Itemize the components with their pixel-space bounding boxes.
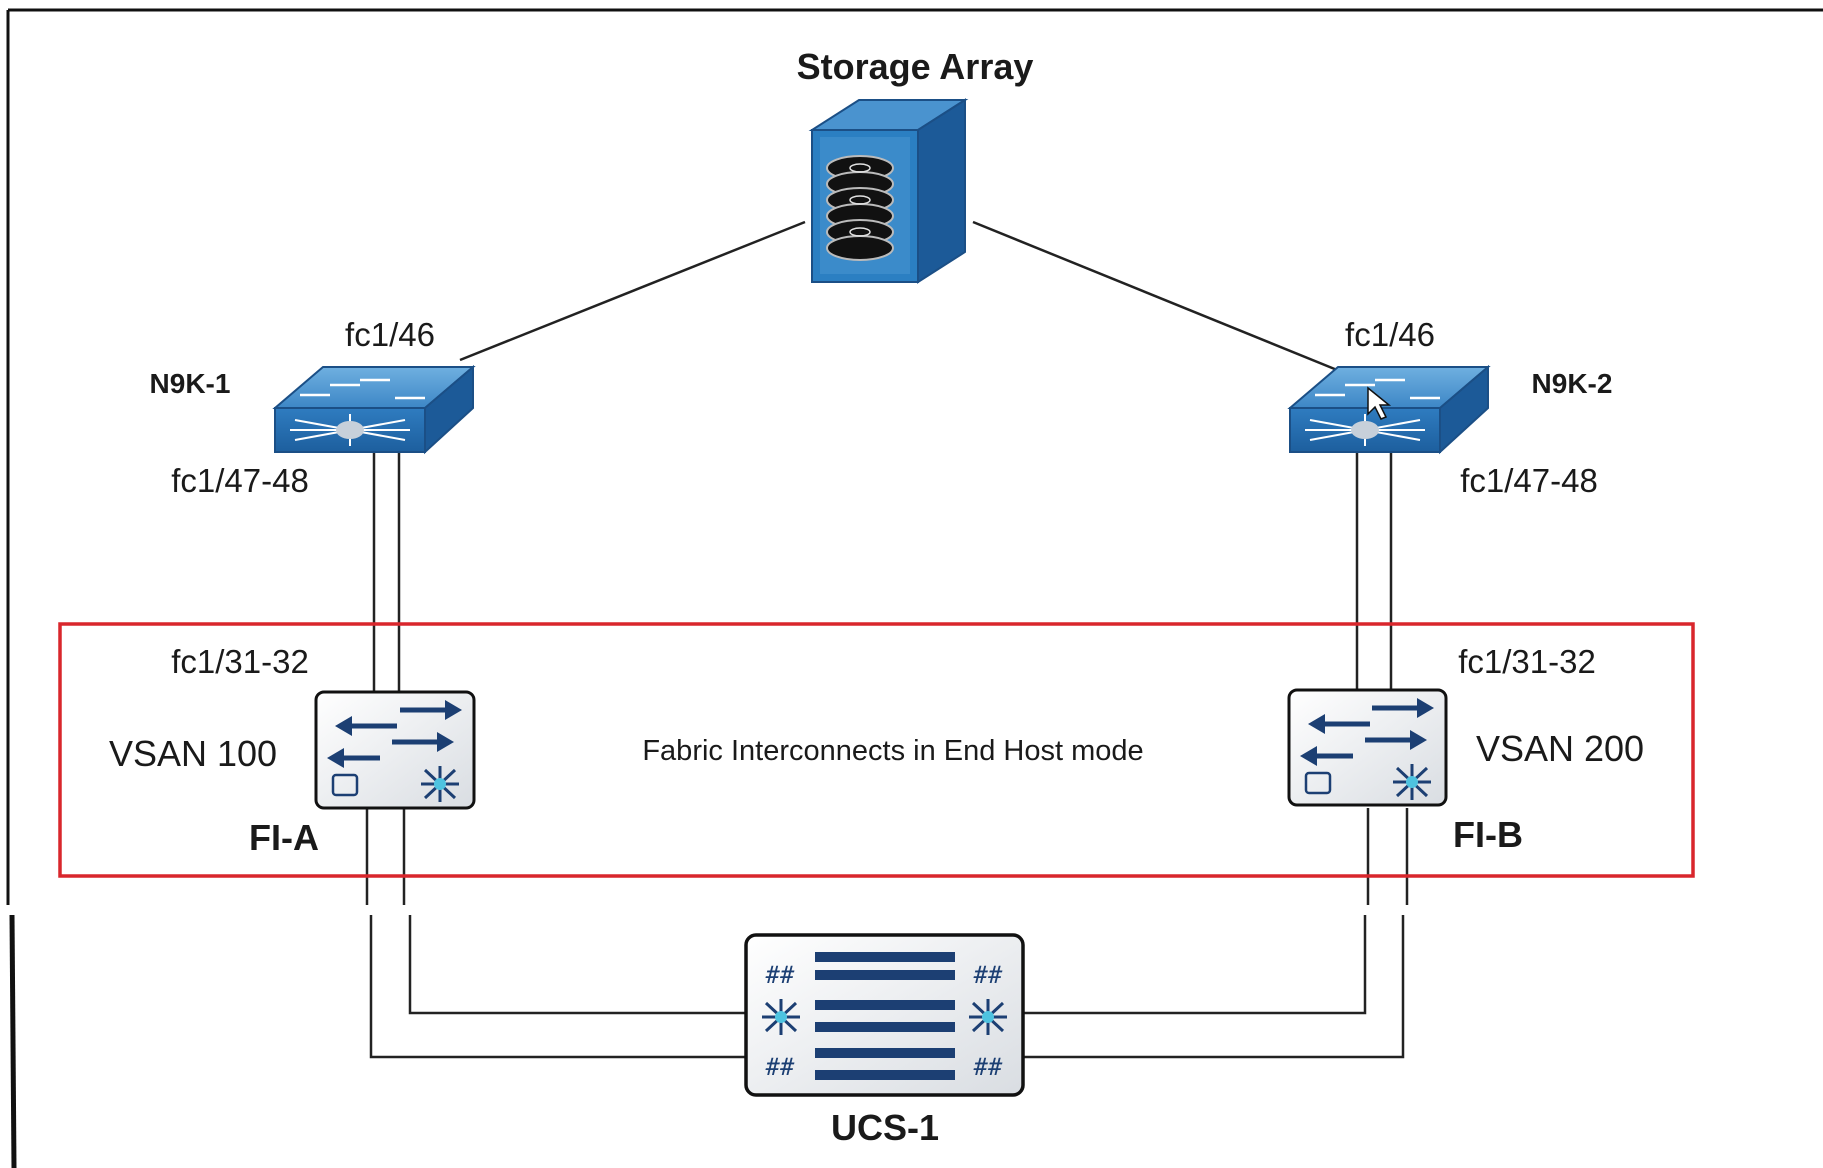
n9k1-uplink-port: fc1/46 [345, 316, 435, 353]
link-fib-ucs-outer [1023, 915, 1405, 1059]
fib-vsan: VSAN 200 [1476, 728, 1644, 769]
fib-interconnect-icon [1287, 688, 1448, 807]
fabric-interconnect-box [58, 622, 1695, 878]
ucs-name: UCS-1 [831, 1107, 939, 1148]
link-fib-ucs-inner [1023, 915, 1367, 1015]
n9k2-downlink-ports: fc1/47-48 [1460, 462, 1598, 499]
mouse-cursor-icon [1367, 386, 1392, 420]
ucs-chassis-icon: ## ## ## ## [744, 933, 1025, 1097]
ucs-hash-icon-l2: ## [765, 1053, 795, 1081]
storage-title: Storage Array [797, 46, 1034, 87]
fia-interconnect-icon [314, 690, 476, 810]
link-fia-ucs-outer [369, 915, 746, 1059]
fi-box-caption: Fabric Interconnects in End Host mode [642, 735, 1143, 767]
n9k2-uplink-port: fc1/46 [1345, 316, 1435, 353]
fib-ports: fc1/31-32 [1458, 643, 1596, 680]
n9k1-name: N9K-1 [150, 368, 231, 399]
link-storage-n9k1 [459, 220, 806, 362]
n9k1-downlink-ports: fc1/47-48 [171, 462, 309, 499]
ucs-hash-icon-l1: ## [765, 961, 795, 989]
ucs-hash-icon-r2: ## [973, 1053, 1003, 1081]
n9k2-switch-icon [1287, 364, 1491, 455]
link-fia-ucs-inner [408, 915, 746, 1015]
fia-vsan: VSAN 100 [109, 733, 277, 774]
fia-name: FI-A [249, 817, 319, 858]
fia-ports: fc1/31-32 [171, 643, 309, 680]
link-storage-n9k2 [972, 220, 1343, 374]
ucs-hash-icon-r1: ## [973, 961, 1003, 989]
n9k1-switch-icon [272, 364, 476, 455]
connection-lines [365, 220, 1409, 1059]
fib-name: FI-B [1453, 814, 1523, 855]
frame-left-border-lower [9, 914, 17, 1168]
n9k2-name: N9K-2 [1532, 368, 1613, 399]
storage-array-icon [808, 98, 969, 284]
